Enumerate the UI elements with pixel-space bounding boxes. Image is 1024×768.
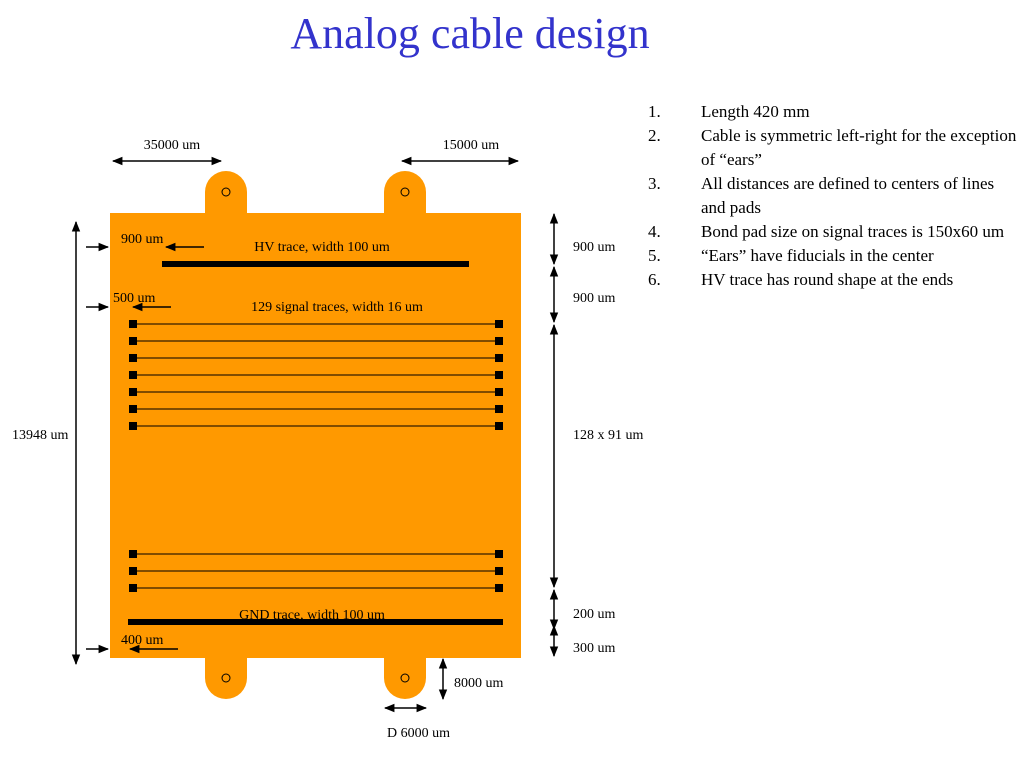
design-notes-list: 1. Length 420 mm 2. Cable is symmetric lef… [648,100,1018,292]
note-item: 5. “Ears” have fiducials in the center [648,244,1018,268]
signal-trace [129,550,503,558]
bond-pad [129,354,137,362]
gnd-trace [128,619,503,625]
fiducial-icon [400,187,410,197]
hv-offset-label: 900 um [121,232,164,247]
total-height-label: 13948 um [12,428,69,443]
bond-pad [129,388,137,396]
signal-trace [129,405,503,413]
left-ear-offset-label: 35000 um [144,138,201,153]
bond-pad [495,371,503,379]
note-number: 4. [648,222,661,241]
bond-pad [129,405,137,413]
note-item: 6. HV trace has round shape at the ends [648,268,1018,292]
note-item: 1. Length 420 mm [648,100,1018,124]
cable-body [110,213,521,658]
bond-pad [129,320,137,328]
slide-title: Analog cable design [290,9,650,58]
bond-pad [495,584,503,592]
bond-pad [129,550,137,558]
bond-pad [495,354,503,362]
right-200-label: 200 um [573,607,616,622]
bond-pad [495,337,503,345]
signal-trace [129,567,503,575]
note-text: All distances are defined to centers of … [701,174,995,217]
hv-trace-label: HV trace, width 100 um [254,240,390,255]
note-item: 3. All distances are defined to centers o… [648,172,1018,220]
signal-trace [129,584,503,592]
ear-top-left [205,171,247,216]
signal-trace [129,388,503,396]
right-900b-label: 900 um [573,291,616,306]
bond-pad [129,567,137,575]
signal-trace [129,320,503,328]
bond-pad [129,371,137,379]
note-text: Cable is symmetric left-right for the ex… [701,126,1017,169]
note-text: HV trace has round shape at the ends [701,270,954,289]
ear-bottom-left [205,654,247,699]
note-number: 2. [648,126,661,145]
bond-pad [495,550,503,558]
gnd-trace-label: GND trace, width 100 um [239,608,385,623]
right-900a-label: 900 um [573,240,616,255]
right-300-label: 300 um [573,641,616,656]
signal-traces [129,320,503,592]
bond-pad [495,388,503,396]
note-text: “Ears” have fiducials in the center [701,246,934,265]
bond-pad [495,567,503,575]
note-text: Bond pad size on signal traces is 150x60… [701,222,1005,241]
bond-pad [495,320,503,328]
bond-pad [129,337,137,345]
note-number: 6. [648,270,661,289]
signal-offset-label: 500 um [113,291,156,306]
note-item: 4. Bond pad size on signal traces is 150x… [648,220,1018,244]
bond-pad [495,422,503,430]
signal-trace [129,354,503,362]
right-pitch-label: 128 x 91 um [573,428,644,443]
fiducial-icon [221,673,231,683]
ear-diameter-label: D 6000 um [387,726,450,741]
signal-traces-label: 129 signal traces, width 16 um [251,300,423,315]
note-number: 1. [648,102,661,121]
fiducial-icon [400,673,410,683]
note-item: 2. Cable is symmetric left-right for the … [648,124,1018,172]
note-number: 5. [648,246,661,265]
right-ear-offset-label: 15000 um [443,138,500,153]
bond-pad [495,405,503,413]
fiducial-icon [221,187,231,197]
note-text: Length 420 mm [701,102,810,121]
ear-top-right [384,171,426,216]
bond-pad [129,584,137,592]
signal-trace [129,371,503,379]
hv-trace [162,261,469,267]
bond-pad [129,422,137,430]
signal-trace [129,422,503,430]
signal-trace [129,337,503,345]
note-number: 3. [648,174,661,193]
gnd-offset-label: 400 um [121,633,164,648]
ear-bottom-right [384,654,426,699]
ear-height-label: 8000 um [454,676,504,691]
